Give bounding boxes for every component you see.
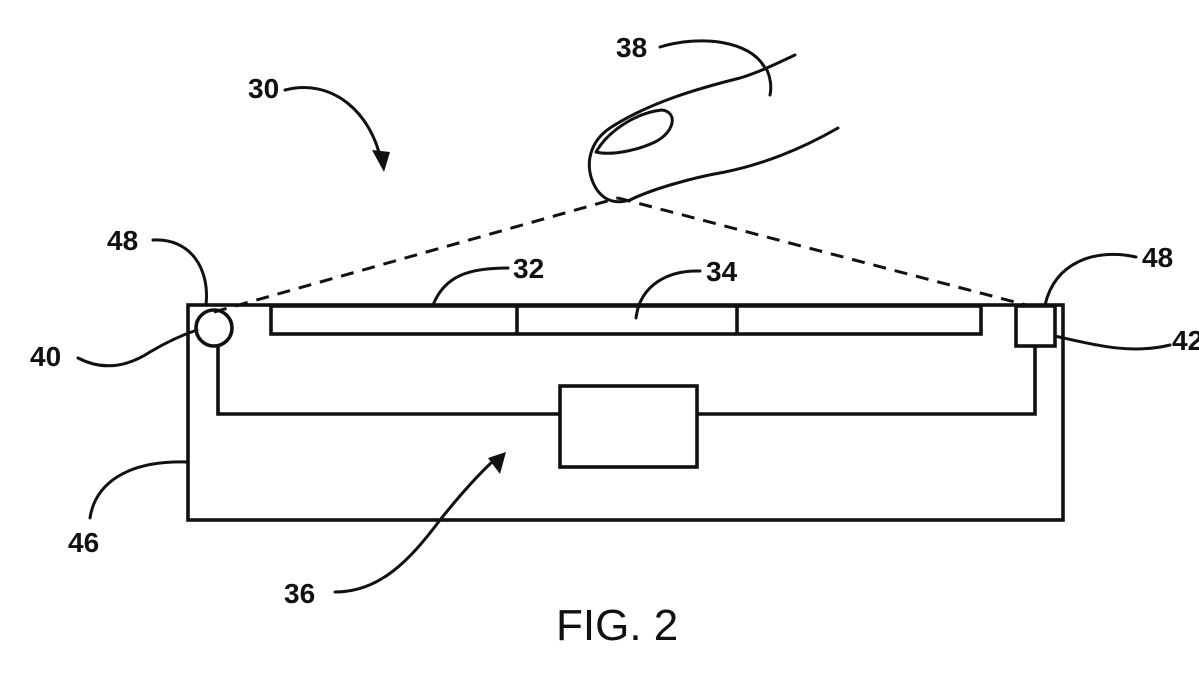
sight-line-left (213, 196, 619, 314)
display-strip (269, 304, 983, 336)
ref-label-48-right: 48 (1142, 242, 1173, 273)
leader-38 (658, 39, 767, 70)
leader-30 (283, 86, 384, 167)
leader-42 (1053, 334, 1172, 351)
finger-nail (594, 108, 674, 155)
wiring-right (697, 346, 1037, 416)
leader-34 (634, 269, 702, 320)
ref-label-36: 36 (284, 578, 315, 609)
ref-label-38: 38 (616, 32, 647, 63)
leader-40 (76, 328, 199, 368)
ref-label-46: 46 (68, 527, 99, 558)
leader-46 (88, 460, 190, 520)
leader-32 (431, 266, 510, 307)
arrowhead-36 (488, 452, 506, 474)
processing-unit (558, 384, 699, 469)
sight-line-right (617, 196, 1031, 308)
leader-36 (333, 460, 494, 594)
ref-label-34: 34 (706, 256, 738, 287)
finger-knuckle (764, 66, 773, 97)
arrowhead-30 (372, 150, 390, 172)
leader-48-left (151, 238, 208, 307)
ref-label-32: 32 (513, 253, 544, 284)
ref-label-42: 42 (1172, 325, 1199, 356)
figure-caption: FIG. 2 (556, 601, 678, 650)
wiring-left (216, 346, 560, 416)
leader-48-right (1043, 252, 1138, 307)
finger-outline (587, 53, 840, 204)
ref-label-48-left: 48 (107, 225, 138, 256)
camera-sensor-right (1014, 304, 1057, 348)
ref-label-30: 30 (248, 73, 279, 104)
ref-label-40: 40 (30, 341, 61, 372)
camera-sensor-left (194, 308, 234, 348)
